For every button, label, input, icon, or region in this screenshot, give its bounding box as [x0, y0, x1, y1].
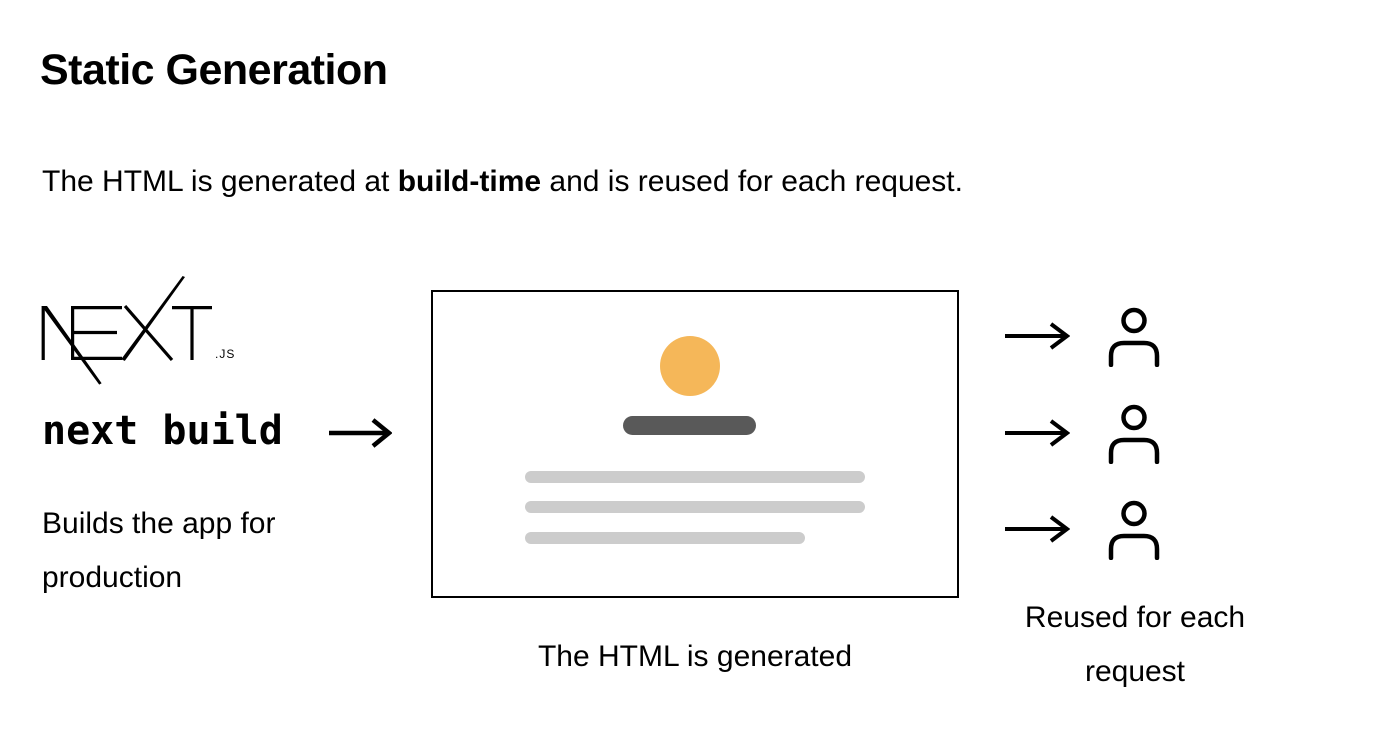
build-arrow-icon — [329, 418, 392, 448]
request-arrow-icon-3 — [1005, 515, 1070, 543]
user-icon-3 — [1108, 500, 1160, 560]
intro-text-before: The HTML is generated at — [42, 165, 398, 198]
request-arrow-icon-1 — [1005, 322, 1070, 350]
mockup-caption: The HTML is generated — [537, 640, 853, 673]
intro-text: The HTML is generated at build-time and … — [42, 162, 963, 201]
user-icon-2 — [1108, 404, 1160, 464]
nextjs-logo-icon: .JS — [41, 276, 235, 385]
page-title-bar — [623, 416, 756, 435]
html-page-mockup — [431, 290, 959, 598]
logo-js-suffix: .JS — [215, 347, 235, 361]
build-description: Builds the app for production — [42, 507, 276, 594]
page-title: Static Generation — [40, 46, 388, 94]
build-time-emphasis: build-time — [397, 165, 542, 198]
page-text-line-3 — [525, 532, 805, 544]
user-icon-1 — [1108, 307, 1160, 367]
image-placeholder-circle — [660, 336, 720, 396]
reuse-caption: Reused for each request — [1024, 601, 1246, 688]
request-arrow-icon-2 — [1005, 419, 1070, 447]
next-build-command: next build — [42, 408, 283, 454]
page-text-line-1 — [525, 471, 865, 483]
page-text-line-2 — [525, 501, 865, 513]
intro-text-after: and is reused for each request. — [541, 165, 963, 198]
